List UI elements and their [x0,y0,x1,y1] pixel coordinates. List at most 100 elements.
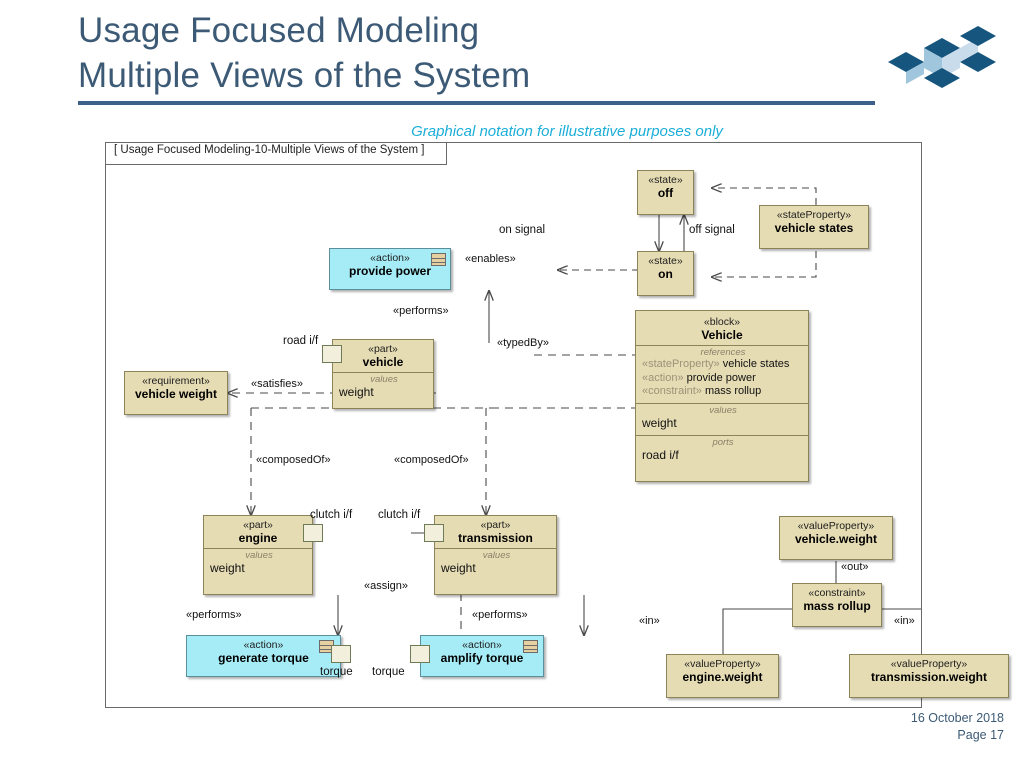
block-vehicle-references-title: references [700,347,746,358]
edge-label-assign: «assign» [364,580,409,592]
subtitle-text: Graphical notation for illustrative purp… [411,123,723,140]
edge-label-typed-by: «typedBy» [497,337,549,349]
edge-label-on-signal: on signal [499,224,546,236]
action-amplify-torque-name: amplify torque [440,650,524,665]
block-vehicle-ports: road i/f [642,447,679,462]
block-vehicle-values: weight [642,415,677,430]
action-generate-torque-stereotype: «action» [243,639,284,651]
edge-label-torque-right: torque [372,666,405,678]
action-provide-power-name: provide power [348,263,431,278]
node-requirement-vehicle-weight[interactable]: «requirement» vehicle weight [124,371,228,415]
reference-0-stereotype: «stateProperty» [642,358,720,370]
edge-label-road-if: road i/f [283,335,319,347]
block-vehicle-ports-title: ports [712,436,734,448]
part-vehicle-stereotype: «part» [368,343,398,355]
action-compartment-icon [431,253,446,266]
node-value-property-engine-weight[interactable]: «valueProperty» engine.weight [666,654,779,698]
block-vehicle-ports-compartment: ports road i/f [636,434,808,467]
edge-label-composed-of-right: «composedOf» [394,454,469,466]
edge-label-composed-of-left: «composedOf» [256,454,331,466]
part-transmission-values-title: values [482,550,511,561]
edge-label-in-left: «in» [639,615,660,627]
state-property-stereotype: «stateProperty» [776,209,852,221]
block-vehicle-stereotype: «block» [703,316,741,328]
part-engine-values: weight [210,561,245,575]
requirement-name: vehicle weight [134,386,218,401]
vp-transmission-weight-name: transmission.weight [870,669,988,684]
company-logo-icon [884,22,1004,104]
edge-label-clutch-if-left: clutch i/f [310,509,353,521]
edge-label-clutch-if-right: clutch i/f [378,509,421,521]
node-state-property-vehicle-states[interactable]: «stateProperty» vehicle states [759,205,869,249]
port-engine-clutch-if[interactable] [303,524,323,542]
constraint-stereotype: «constraint» [808,587,866,599]
subtitle-note: Graphical notation for illustrative purp… [0,123,1024,140]
vp-engine-weight-stereotype: «valueProperty» [684,658,761,670]
edge-label-out: «out» [841,561,869,573]
port-amplify-torque-in[interactable] [410,645,430,663]
state-off-name: off [657,185,674,200]
node-state-off[interactable]: «state» off [637,170,694,215]
vp-engine-weight-name: engine.weight [682,669,763,684]
title-underline [78,101,875,105]
vp-vehicle-weight-name: vehicle.weight [794,531,878,546]
requirement-stereotype: «requirement» [142,375,210,387]
part-transmission-stereotype: «part» [480,519,511,531]
part-engine-stereotype: «part» [243,519,273,531]
footer-page: Page 17 [957,728,1004,742]
reference-2-stereotype: «constraint» [642,385,702,397]
part-vehicle-values-title: values [370,374,398,385]
block-vehicle-reference-0: «stateProperty» vehicle states [642,358,804,372]
state-property-name: vehicle states [774,220,854,235]
slide-footer: 16 October 2018 Page 17 [911,710,1004,744]
port-vehicle-road-if[interactable] [322,345,342,363]
edge-label-performs-right: «performs» [472,609,528,621]
part-engine-values-title: values [245,550,273,561]
edge-label-satisfies: «satisfies» [251,378,303,390]
part-transmission-name: transmission [458,530,533,545]
node-part-engine[interactable]: «part» engine values weight [203,515,313,595]
port-transmission-clutch-if[interactable] [424,524,444,542]
node-constraint-mass-rollup[interactable]: «constraint» mass rollup [792,583,882,627]
edge-label-off-signal: off signal [689,224,735,236]
reference-1-stereotype: «action» [642,371,684,384]
block-vehicle-name: Vehicle [701,327,743,342]
action-provide-power-stereotype: «action» [370,252,410,264]
port-generate-torque-out[interactable] [331,645,351,663]
part-transmission-values: weight [441,561,476,575]
edge-label-enables: «enables» [465,253,516,265]
page-title-line-2: Multiple Views of the System [78,56,531,95]
action-amplify-torque-stereotype: «action» [462,639,502,651]
state-off-stereotype: «state» [648,174,683,186]
footer-date: 16 October 2018 [910,711,1004,725]
page-title: Usage Focused Modeling Multiple Views of… [78,8,868,98]
part-engine-name: engine [238,530,278,545]
constraint-name: mass rollup [803,598,871,613]
block-vehicle-reference-2: «constraint» mass rollup [642,385,804,399]
edge-label-in-right: «in» [894,615,915,627]
edge-label-performs-left: «performs» [186,609,242,621]
state-on-name: on [658,266,673,281]
diagram-frame-label: [ Usage Focused Modeling-10-Multiple Vie… [106,143,448,165]
action-generate-torque-name: generate torque [218,650,309,665]
node-action-amplify-torque[interactable]: «action» amplify torque [420,635,544,677]
action-compartment-icon [523,640,538,653]
vp-transmission-weight-stereotype: «valueProperty» [890,658,968,670]
node-value-property-vehicle-weight[interactable]: «valueProperty» vehicle.weight [779,516,893,560]
edge-label-torque-left: torque [320,666,353,678]
block-vehicle-reference-1: «action» provide power [642,372,804,386]
vp-vehicle-weight-stereotype: «valueProperty» [797,520,875,532]
node-part-transmission[interactable]: «part» transmission values weight [434,515,557,595]
block-vehicle-values-title: values [709,404,737,416]
node-action-provide-power[interactable]: «action» provide power [329,248,451,290]
part-vehicle-values: weight [339,385,374,399]
part-vehicle-name: vehicle [362,354,404,369]
node-block-vehicle[interactable]: «block» Vehicle references «statePropert… [635,310,809,482]
sysml-diagram-frame: [ Usage Focused Modeling-10-Multiple Vie… [105,142,1009,708]
node-value-property-transmission-weight[interactable]: «valueProperty» transmission.weight [849,654,1009,698]
node-part-vehicle[interactable]: «part» vehicle values weight [332,339,434,409]
node-state-on[interactable]: «state» on [637,251,694,296]
node-action-generate-torque[interactable]: «action» generate torque [186,635,341,677]
page-title-line-1: Usage Focused Modeling [78,11,480,50]
block-vehicle-references-compartment: references «stateProperty» vehicle state… [636,345,808,403]
